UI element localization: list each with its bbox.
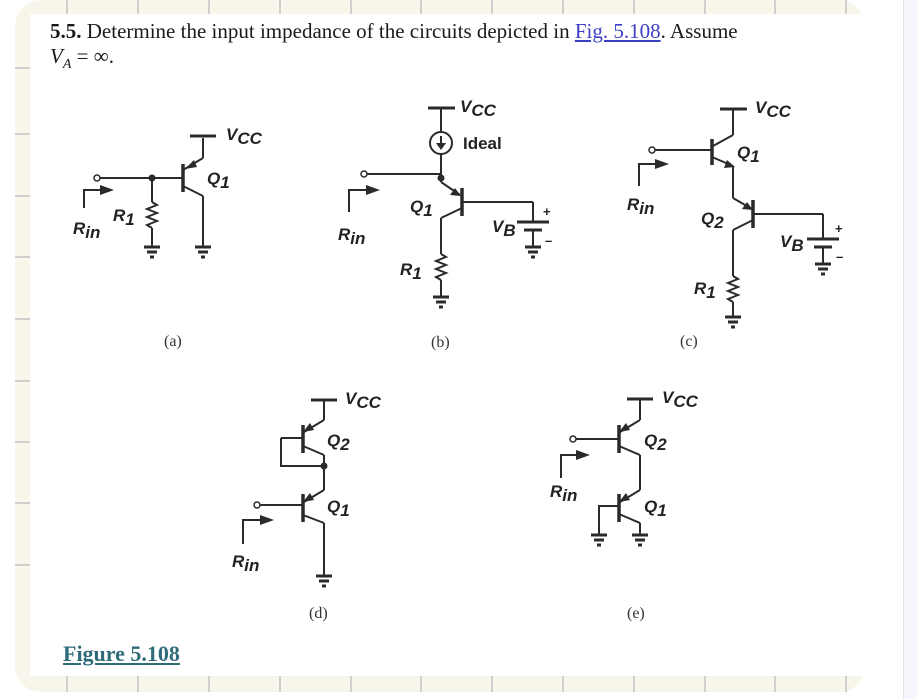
ruler-tick [774,676,776,692]
problem-number: 5.5. [50,19,82,43]
svg-text:(e): (e) [627,605,645,622]
ruler-tick [845,0,847,14]
ruler-tick [704,0,706,14]
svg-text:Q1: Q1 [327,497,350,520]
svg-text:R1: R1 [113,206,135,229]
ruler-tick [420,0,422,14]
svg-text:VCC: VCC [345,389,382,412]
ruler-tick [633,676,635,692]
scrollbar[interactable] [903,0,917,699]
svg-text:Q1: Q1 [207,169,230,192]
ruler-tick [208,676,210,692]
assumption-rest: = ∞. [71,44,114,68]
svg-text:Q1: Q1 [644,497,667,520]
svg-text:Q1: Q1 [410,197,433,220]
ruler-tick [279,0,281,14]
ruler-tick [15,441,30,443]
svg-text:–: – [545,233,552,248]
ruler-tick [15,564,30,566]
svg-text:VCC: VCC [226,125,263,148]
ruler-tick [15,380,30,382]
svg-text:R1: R1 [400,260,422,283]
ruler-tick [15,256,30,258]
ruler-tick [15,502,30,504]
svg-text:–: – [836,249,843,264]
svg-text:Ideal: Ideal [463,134,502,153]
ruler-tick [279,676,281,692]
circuit-c: VCC Q1 Q2 R1 + – VB Rin (c) [627,98,843,350]
ruler-tick [137,676,139,692]
ruler-tick [208,0,210,14]
svg-text:Rin: Rin [232,552,259,575]
ruler-tick [15,195,30,197]
svg-text:VB: VB [492,217,516,240]
ruler-tick [137,0,139,14]
ruler-tick [845,676,847,692]
circuit-d: VCC Q2 Q1 Rin (d) [232,389,382,622]
svg-text:Q1: Q1 [737,143,760,166]
svg-text:(b): (b) [431,334,450,351]
svg-text:VCC: VCC [662,388,699,411]
problem-statement: 5.5. Determine the input impedance of th… [50,19,850,77]
ruler-tick [562,676,564,692]
ruler-tick [66,0,68,14]
svg-text:(a): (a) [164,333,182,350]
svg-text:Rin: Rin [73,219,100,242]
figure-reference-link[interactable]: Fig. 5.108 [574,19,661,43]
svg-text:Q2: Q2 [644,431,667,454]
ruler-tick [774,0,776,14]
ruler-tick [491,0,493,14]
svg-text:R1: R1 [694,279,716,302]
ruler-tick [15,67,30,69]
svg-text:+: + [543,204,551,219]
circuit-e: VCC Q2 Q1 Rin (e) [550,388,699,622]
circuit-b: VCC Ideal + – VB Q1 R1 Rin (b) [338,97,552,351]
ruler-tick [350,676,352,692]
svg-text:Q2: Q2 [327,431,350,454]
content-area [30,14,865,676]
ruler-tick [491,676,493,692]
svg-text:+: + [835,221,843,236]
svg-text:VCC: VCC [460,97,497,120]
ruler-tick [66,676,68,692]
assumption: VA [50,44,72,73]
svg-text:VB: VB [780,232,804,255]
problem-text: Determine the input impedance of the cir… [81,19,575,43]
ruler-tick [350,0,352,14]
circuit-a: VCC Q1 R1 Rin (a) [73,125,263,350]
ruler-tick [562,0,564,14]
ruler-tick [633,0,635,14]
svg-text:Rin: Rin [338,225,365,248]
svg-text:Q2: Q2 [701,209,724,232]
svg-text:Rin: Rin [627,195,654,218]
figure-caption-link[interactable]: Figure 5.108 [63,641,180,666]
svg-text:(c): (c) [680,333,698,350]
ruler-tick [15,133,30,135]
ruler-tick [704,676,706,692]
ruler-tick [420,676,422,692]
ruler-tick [15,318,30,320]
svg-text:(d): (d) [309,605,328,622]
problem-text-tail: . Assume [660,19,738,43]
svg-text:Rin: Rin [550,482,577,505]
svg-text:VCC: VCC [755,98,792,121]
